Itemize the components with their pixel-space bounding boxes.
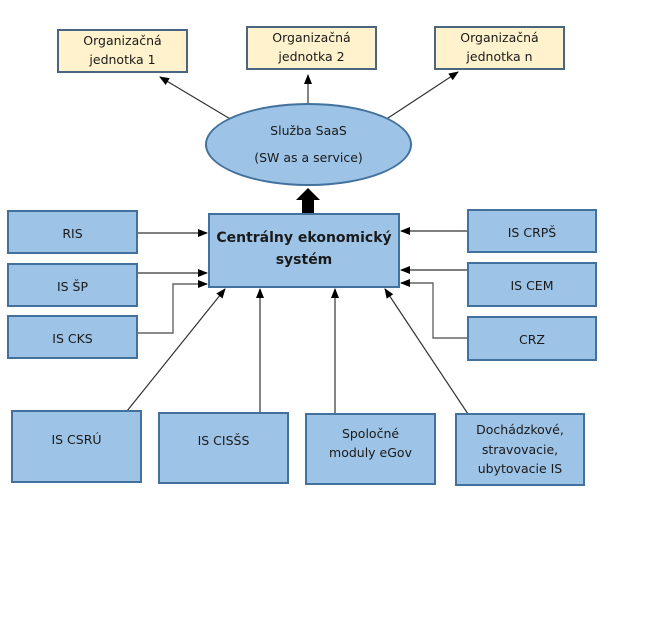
system-dochadzkove-stravovacie-ubytovacie: Dochádzkové, stravovacie, ubytovacie IS: [455, 413, 585, 486]
central-line2: systém: [275, 252, 333, 269]
system-is-cks-label: IS CKS: [52, 331, 93, 346]
arrow-is-csru: [126, 288, 226, 412]
system-is-cem-label: IS CEM: [510, 278, 554, 293]
system-is-sp: IS ŠP: [7, 263, 138, 307]
system-is-cem: IS CEM: [467, 262, 597, 307]
arrow-saas-to-unit-n: [384, 71, 459, 121]
system-is-sp-label: IS ŠP: [56, 279, 89, 294]
central-economic-system: Centrálny ekonomický systém: [208, 213, 400, 288]
central-line1: Centrálny ekonomický: [216, 230, 392, 246]
org-unit-2-line2: jednotka 2: [278, 49, 345, 64]
arrow-is-cks: [138, 280, 208, 334]
thick-arrow-head: [296, 188, 320, 200]
org-unit-1: Organizačná jednotka 1: [57, 29, 188, 73]
org-unit-2-line1: Organizačná: [272, 30, 351, 46]
system-spolocne-line2: moduly eGov: [329, 445, 412, 460]
system-spolocne-moduly-egov: Spoločné moduly eGov: [305, 413, 436, 485]
arrow-saas-to-unit-1: [159, 76, 233, 121]
org-unit-1-line2: jednotka 1: [89, 52, 156, 67]
org-unit-n: Organizačná jednotka n: [434, 26, 565, 70]
system-ris: RIS: [7, 210, 138, 254]
system-crz: CRZ: [467, 316, 597, 361]
thick-arrow-shaft: [302, 199, 314, 213]
system-dochadzkove-line3: ubytovacie IS: [477, 461, 563, 477]
saas-subtitle: (SW as a service): [254, 149, 363, 165]
org-unit-2: Organizačná jednotka 2: [246, 26, 377, 70]
system-spolocne-line1: Spoločné: [341, 425, 400, 441]
arrow-crz: [400, 279, 467, 339]
saas-title: Služba SaaS: [270, 123, 347, 139]
system-is-crps-label: IS CRPŠ: [507, 225, 557, 240]
system-is-crps: IS CRPŠ: [467, 209, 597, 253]
system-crz-label: CRZ: [519, 332, 545, 347]
system-is-cisss-label: IS CISŠS: [197, 433, 250, 449]
saas-service-ellipse: Služba SaaS (SW as a service): [205, 103, 412, 186]
system-dochadzkove-line1: Dochádzkové,: [476, 422, 564, 438]
system-dochadzkove-line2: stravovacie,: [481, 441, 559, 457]
org-unit-n-line1: Organizačná: [460, 30, 539, 46]
system-ris-label: RIS: [62, 226, 83, 241]
system-is-cks: IS CKS: [7, 315, 138, 359]
org-unit-1-line1: Organizačná: [83, 33, 162, 49]
system-is-csru-label: IS CSRÚ: [51, 431, 102, 447]
system-is-csru: IS CSRÚ: [11, 410, 142, 483]
system-is-cisss: IS CISŠS: [158, 412, 289, 484]
arrow-dochadzkove: [384, 288, 469, 415]
org-unit-n-line2: jednotka n: [466, 49, 533, 64]
